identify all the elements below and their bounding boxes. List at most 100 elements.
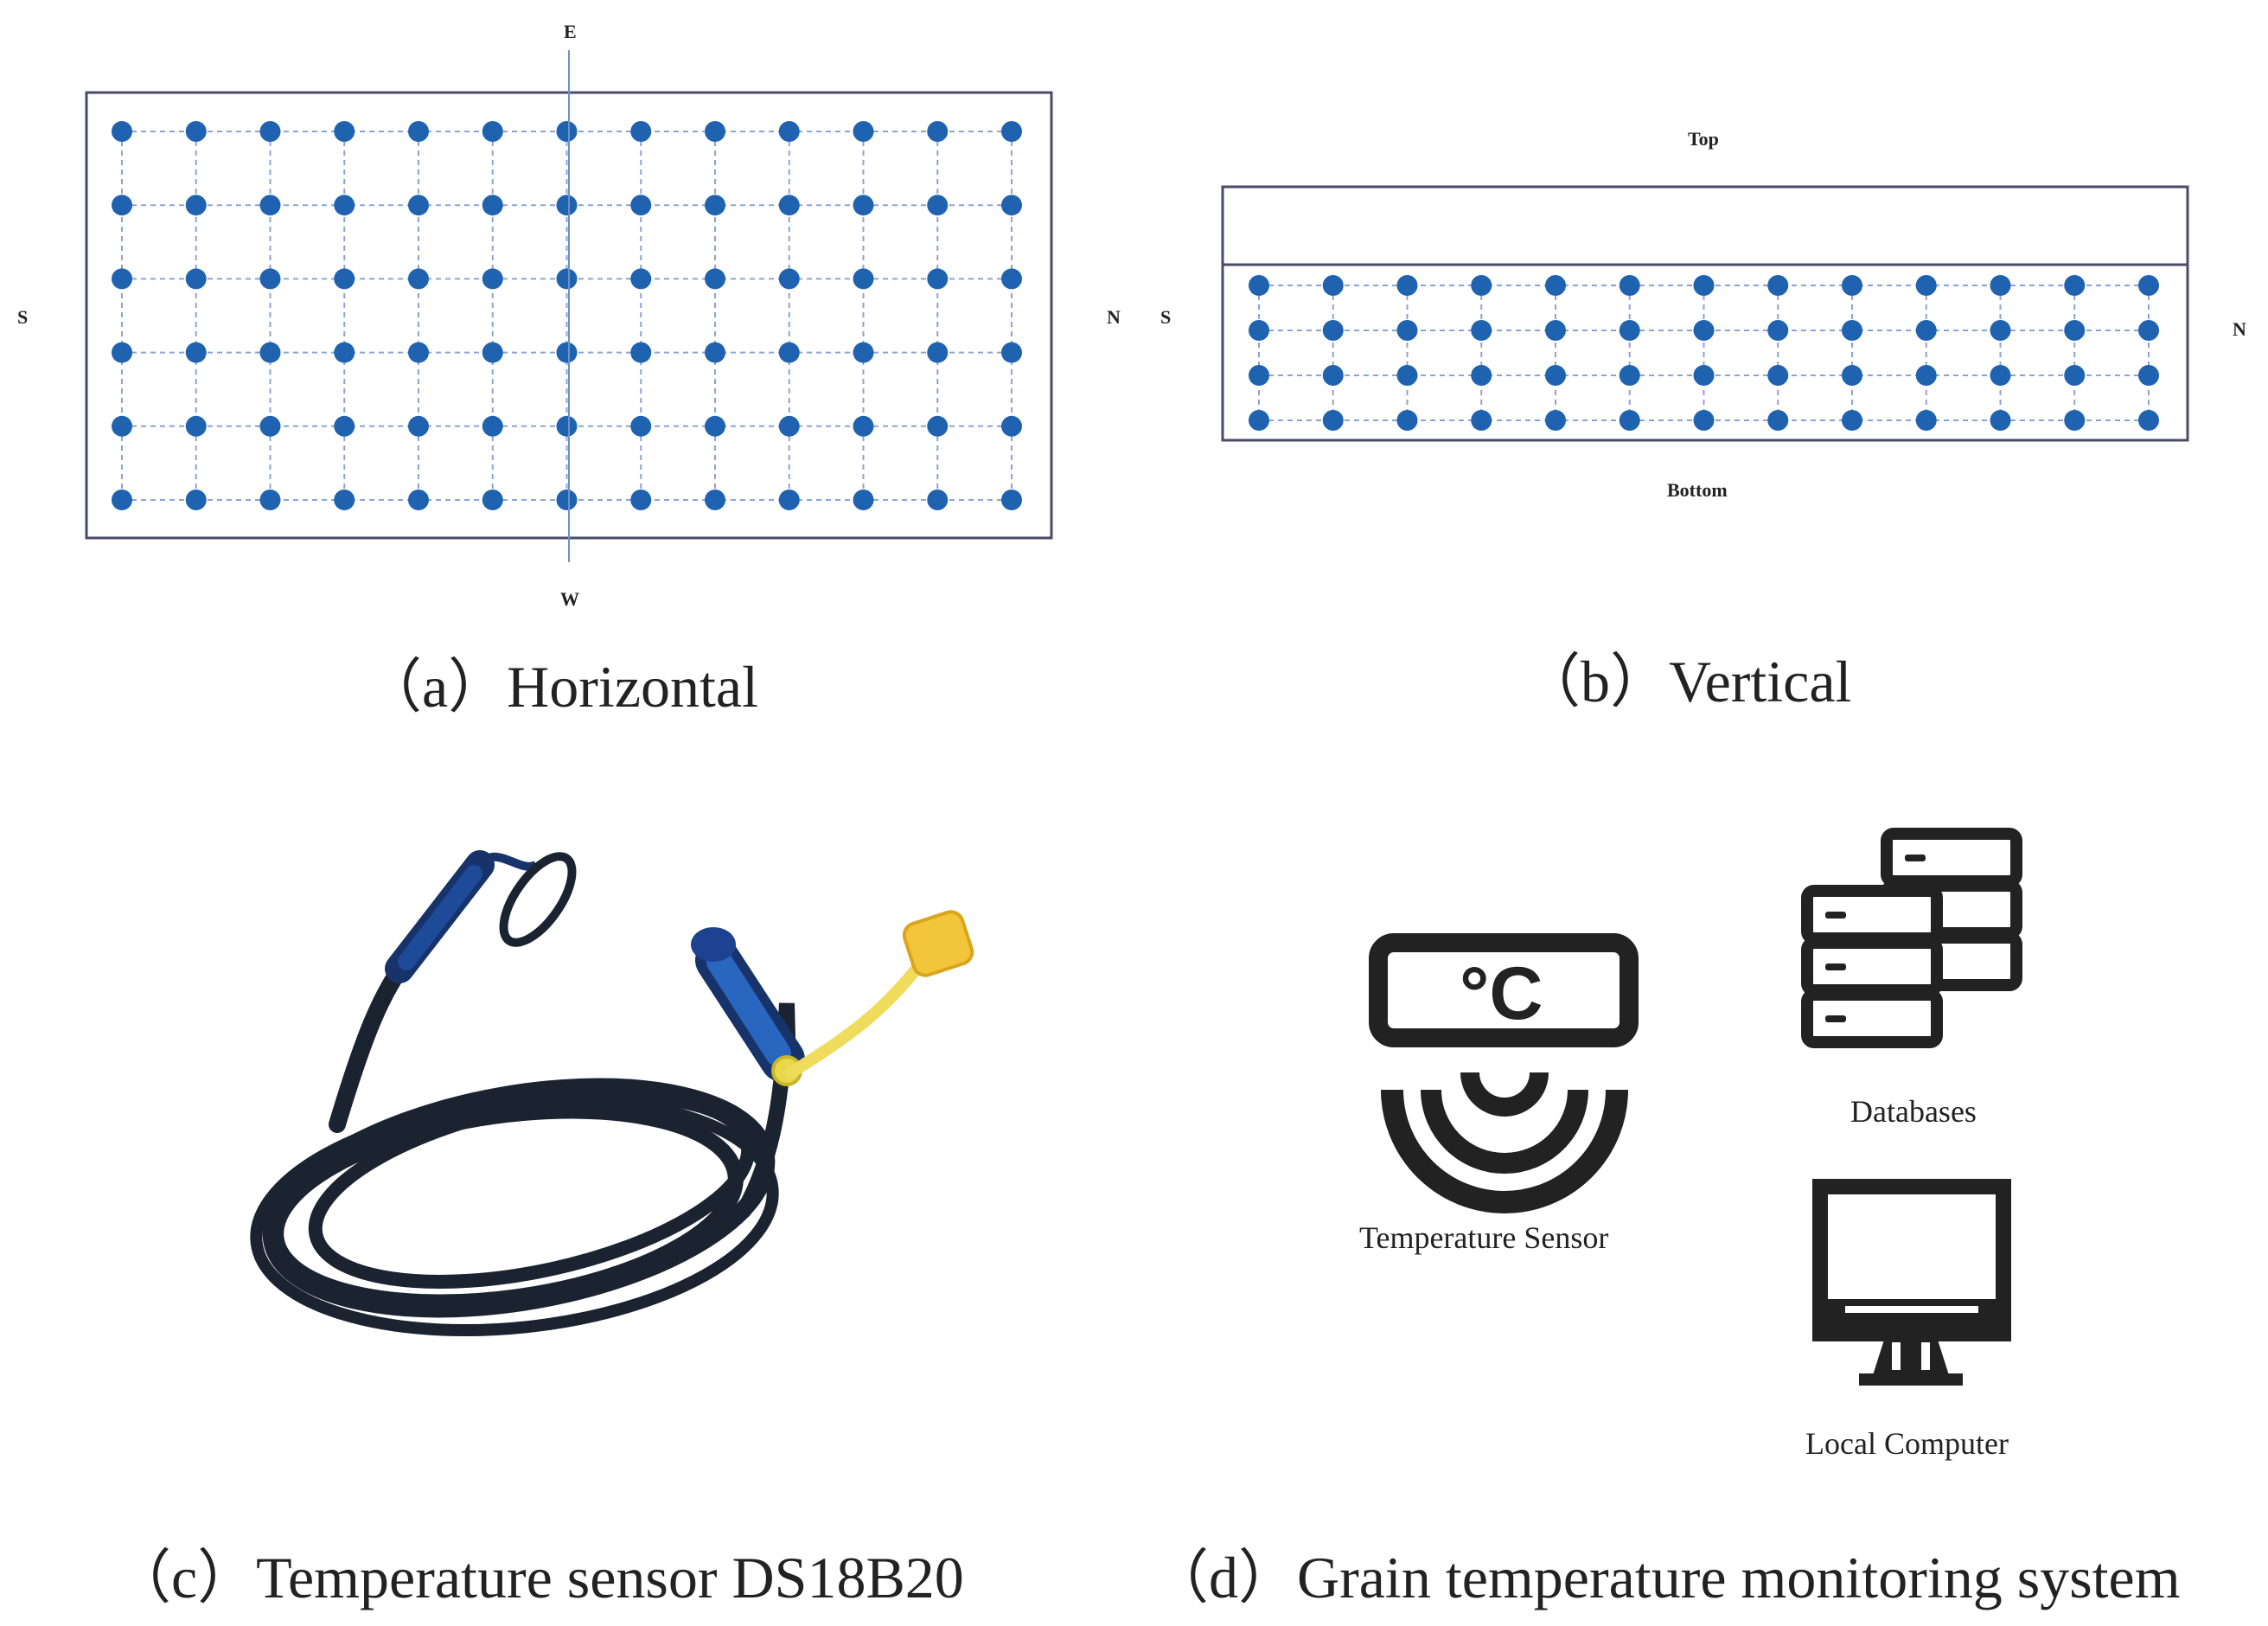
horizontal-sensor-dot xyxy=(556,268,578,290)
bottom-label: Bottom xyxy=(1667,479,1728,501)
vertical-sensor-dot xyxy=(1545,320,1566,341)
horizontal-sensor-dot xyxy=(482,415,503,437)
horizontal-sensor-dot xyxy=(705,268,725,290)
horizontal-sensor-dot xyxy=(334,195,355,216)
vertical-sensor-dot xyxy=(1915,320,1937,341)
horizontal-sensor-dot xyxy=(853,195,874,216)
vertical-sensor-dot xyxy=(2138,275,2159,296)
horizontal-sensor-dot xyxy=(778,415,800,437)
vertical-sensor-dot xyxy=(2064,410,2086,431)
horizontal-sensor-dot xyxy=(482,268,503,290)
horizontal-sensor-dot xyxy=(112,268,132,290)
horizontal-sensor-dot xyxy=(630,121,652,142)
horizontal-sensor-dot xyxy=(556,490,578,510)
horizontal-sensor-dot xyxy=(334,490,355,510)
horizontal-sensor-dot xyxy=(1001,415,1022,437)
horizontal-sensor-dot xyxy=(482,121,503,142)
sensor-unit-glyph: °C xyxy=(1460,952,1543,1035)
vertical-sensor-dot xyxy=(1693,410,1715,431)
horizontal-sensor-dot xyxy=(259,268,281,290)
horizontal-sensor-dot xyxy=(705,121,725,142)
vertical-sensor-dot xyxy=(1915,365,1937,386)
horizontal-sensor-dot xyxy=(1001,342,1022,363)
vertical-sensor-dot xyxy=(1471,410,1492,431)
vertical-sensor-dot xyxy=(1990,275,2011,296)
horizontal-sensor-dot xyxy=(112,195,132,216)
vertical-sensor-dot xyxy=(2064,320,2086,341)
horizontal-sensor-dot xyxy=(259,195,281,216)
vertical-sensor-dot xyxy=(1249,365,1269,386)
horizontal-sensor-dot xyxy=(1001,121,1022,142)
caption-sensor: （c）Temperature sensor DS18B20 xyxy=(112,1545,964,1610)
horizontal-sensor-dot xyxy=(185,121,207,142)
horizontal-sensor-dot xyxy=(778,268,800,290)
vertical-sensor-dot xyxy=(1990,410,2011,431)
side-south-label: S xyxy=(1160,306,1172,328)
horizontal-sensor-dot xyxy=(927,268,949,290)
caption-monitoring-system: （d）Grain temperature monitoring system xyxy=(1150,1545,2181,1610)
horizontal-sensor-dot xyxy=(630,195,652,216)
vertical-sensor-dot xyxy=(1322,320,1344,341)
horizontal-sensor-dot xyxy=(630,268,652,290)
horizontal-sensor-dot xyxy=(334,121,355,142)
vertical-sensor-dot xyxy=(1619,275,1640,296)
horizontal-sensor-dot xyxy=(1001,268,1022,290)
vertical-sensor-dot xyxy=(1396,320,1418,341)
vertical-sensor-dot xyxy=(1767,365,1789,386)
horizontal-sensor-dot xyxy=(408,490,429,510)
vertical-sensor-dot xyxy=(1619,320,1640,341)
horizontal-sensor-dot xyxy=(112,342,132,363)
vertical-sensor-dot xyxy=(1842,410,1862,431)
horizontal-sensor-dot xyxy=(853,342,874,363)
vertical-sensor-dot xyxy=(1619,365,1640,386)
horizontal-sensor-dot xyxy=(778,195,800,216)
horizontal-sensor-dot xyxy=(705,490,725,510)
vertical-sensor-dot xyxy=(1842,365,1862,386)
horizontal-sensor-dot xyxy=(408,268,429,290)
horizontal-sensor-dot xyxy=(705,342,725,363)
horizontal-sensor-dot xyxy=(1001,490,1022,510)
horizontal-sensor-dot xyxy=(1001,195,1022,216)
horizontal-sensor-dot xyxy=(927,195,949,216)
local-computer-label: Local Computer xyxy=(1805,1426,2009,1461)
horizontal-sensor-dot xyxy=(853,490,874,510)
vertical-sensor-dot xyxy=(1322,365,1344,386)
vertical-sensor-dot xyxy=(1545,410,1566,431)
horizontal-sensor-dot xyxy=(630,490,652,510)
horizontal-sensor-dot xyxy=(556,195,578,216)
vertical-sensor-dot xyxy=(1249,275,1269,296)
horizontal-sensor-dot xyxy=(112,121,132,142)
vertical-sensor-dot xyxy=(2138,320,2159,341)
horizontal-sensor-dot xyxy=(927,415,949,437)
horizontal-sensor-dot xyxy=(556,121,578,142)
vertical-sensor-dot xyxy=(1249,320,1269,341)
horizontal-sensor-dot xyxy=(482,490,503,510)
vertical-sensor-dot xyxy=(2064,365,2086,386)
vertical-silo-frame xyxy=(1221,185,2189,442)
horizontal-sensor-dot xyxy=(778,121,800,142)
horizontal-sensor-dot xyxy=(259,415,281,437)
compass-north-label: N xyxy=(1107,306,1121,328)
vertical-sensor-dot xyxy=(1249,410,1269,431)
horizontal-sensor-dot xyxy=(408,415,429,437)
vertical-sensor-dot xyxy=(1471,320,1492,341)
horizontal-sensor-dot xyxy=(853,268,874,290)
horizontal-sensor-dot xyxy=(334,342,355,363)
horizontal-sensor-dot xyxy=(334,268,355,290)
top-label: Top xyxy=(1688,128,1719,150)
caption-vertical: （b）Vertical xyxy=(1522,649,1852,714)
vertical-sensor-dot xyxy=(1545,365,1566,386)
horizontal-sensor-dot xyxy=(705,415,725,437)
vertical-sensor-dot xyxy=(1990,320,2011,341)
vertical-sensor-dot xyxy=(2138,410,2159,431)
vertical-sensor-dot xyxy=(2064,275,2086,296)
horizontal-sensor-dot xyxy=(408,342,429,363)
horizontal-sensor-dot xyxy=(556,415,578,437)
horizontal-sensor-dot xyxy=(259,342,281,363)
vertical-sensor-dot xyxy=(1842,320,1862,341)
vertical-sensor-dot xyxy=(1767,410,1789,431)
